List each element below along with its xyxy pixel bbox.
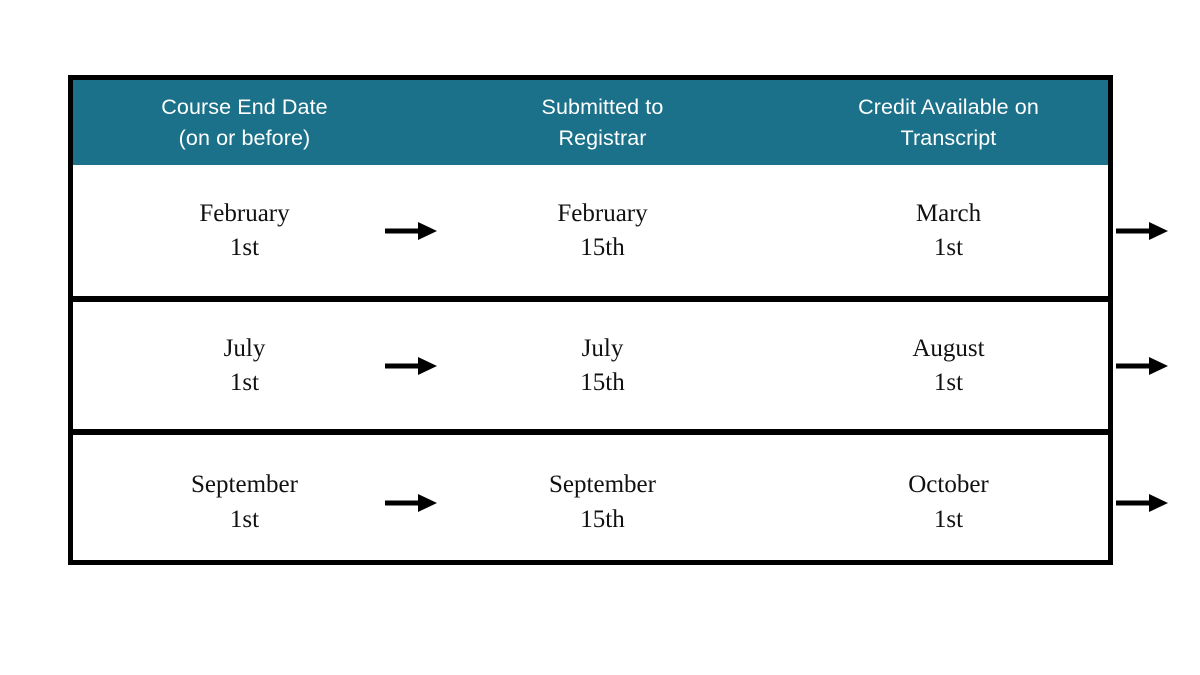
cell-day: 15th (580, 369, 625, 396)
cell-month: February (557, 199, 648, 227)
deadline-schedule-table: Course End Date (on or before) Submitted… (68, 75, 1168, 565)
column-header-line-1: Submitted to (541, 94, 664, 119)
cell-credit-available: March 1st (789, 197, 1108, 266)
arrow-right-icon (385, 492, 437, 514)
column-header-submitted-to-registrar: Submitted to Registrar (416, 80, 789, 165)
table-row: July 1st July 15th (73, 302, 1168, 430)
cell-month: March (915, 199, 982, 227)
cell-day: 15th (580, 505, 625, 533)
column-header-credit-available-on-transcript: Credit Available on Transcript (789, 80, 1108, 165)
arrow-right-icon (385, 220, 437, 242)
cell-submitted-to-registrar: September 15th (416, 468, 1168, 537)
cell-credit-available: August 1st (789, 332, 1108, 401)
cell-day: 15th (580, 234, 625, 261)
table-body: February 1st February 15th (73, 165, 1168, 560)
cell-month: August (912, 334, 985, 362)
cell-course-end-date: July 1st (73, 332, 437, 401)
cell-day: 1st (229, 505, 260, 533)
arrow-right-icon (385, 355, 437, 377)
table-row: February 1st February 15th (73, 165, 1168, 297)
cell-month: July (223, 334, 266, 362)
cell-credit-available: October 1st (789, 468, 1108, 537)
column-header-line-2: Transcript (900, 125, 997, 150)
cell-month: September (191, 471, 298, 498)
cell-day: 1st (933, 234, 964, 261)
arrow-right-icon (1116, 220, 1168, 242)
column-header-line-1: Credit Available on (858, 94, 1039, 119)
cell-month: July (581, 334, 624, 362)
cell-course-end-date: September 1st (73, 468, 437, 537)
column-header-line-1: Course End Date (161, 94, 328, 119)
cell-day: 1st (933, 505, 964, 533)
cell-month: October (908, 471, 989, 498)
cell-day: 1st (933, 369, 964, 396)
column-header-line-2: (on or before) (178, 125, 311, 150)
cell-month: February (199, 199, 290, 227)
arrow-right-icon (1116, 355, 1168, 377)
table-header-row: Course End Date (on or before) Submitted… (73, 80, 1108, 165)
cell-submitted-to-registrar: July 15th (416, 332, 1168, 401)
cell-day: 1st (229, 234, 260, 261)
column-header-line-2: Registrar (558, 125, 647, 150)
cell-month: September (549, 471, 656, 498)
arrow-right-icon (1116, 492, 1168, 514)
cell-course-end-date: February 1st (73, 197, 437, 266)
column-header-course-end-date: Course End Date (on or before) (73, 80, 416, 165)
cell-day: 1st (229, 369, 260, 396)
table-row: September 1st September 15th (73, 435, 1168, 570)
cell-submitted-to-registrar: February 15th (416, 197, 1168, 266)
row-divider (73, 296, 1108, 302)
row-divider (73, 429, 1108, 435)
